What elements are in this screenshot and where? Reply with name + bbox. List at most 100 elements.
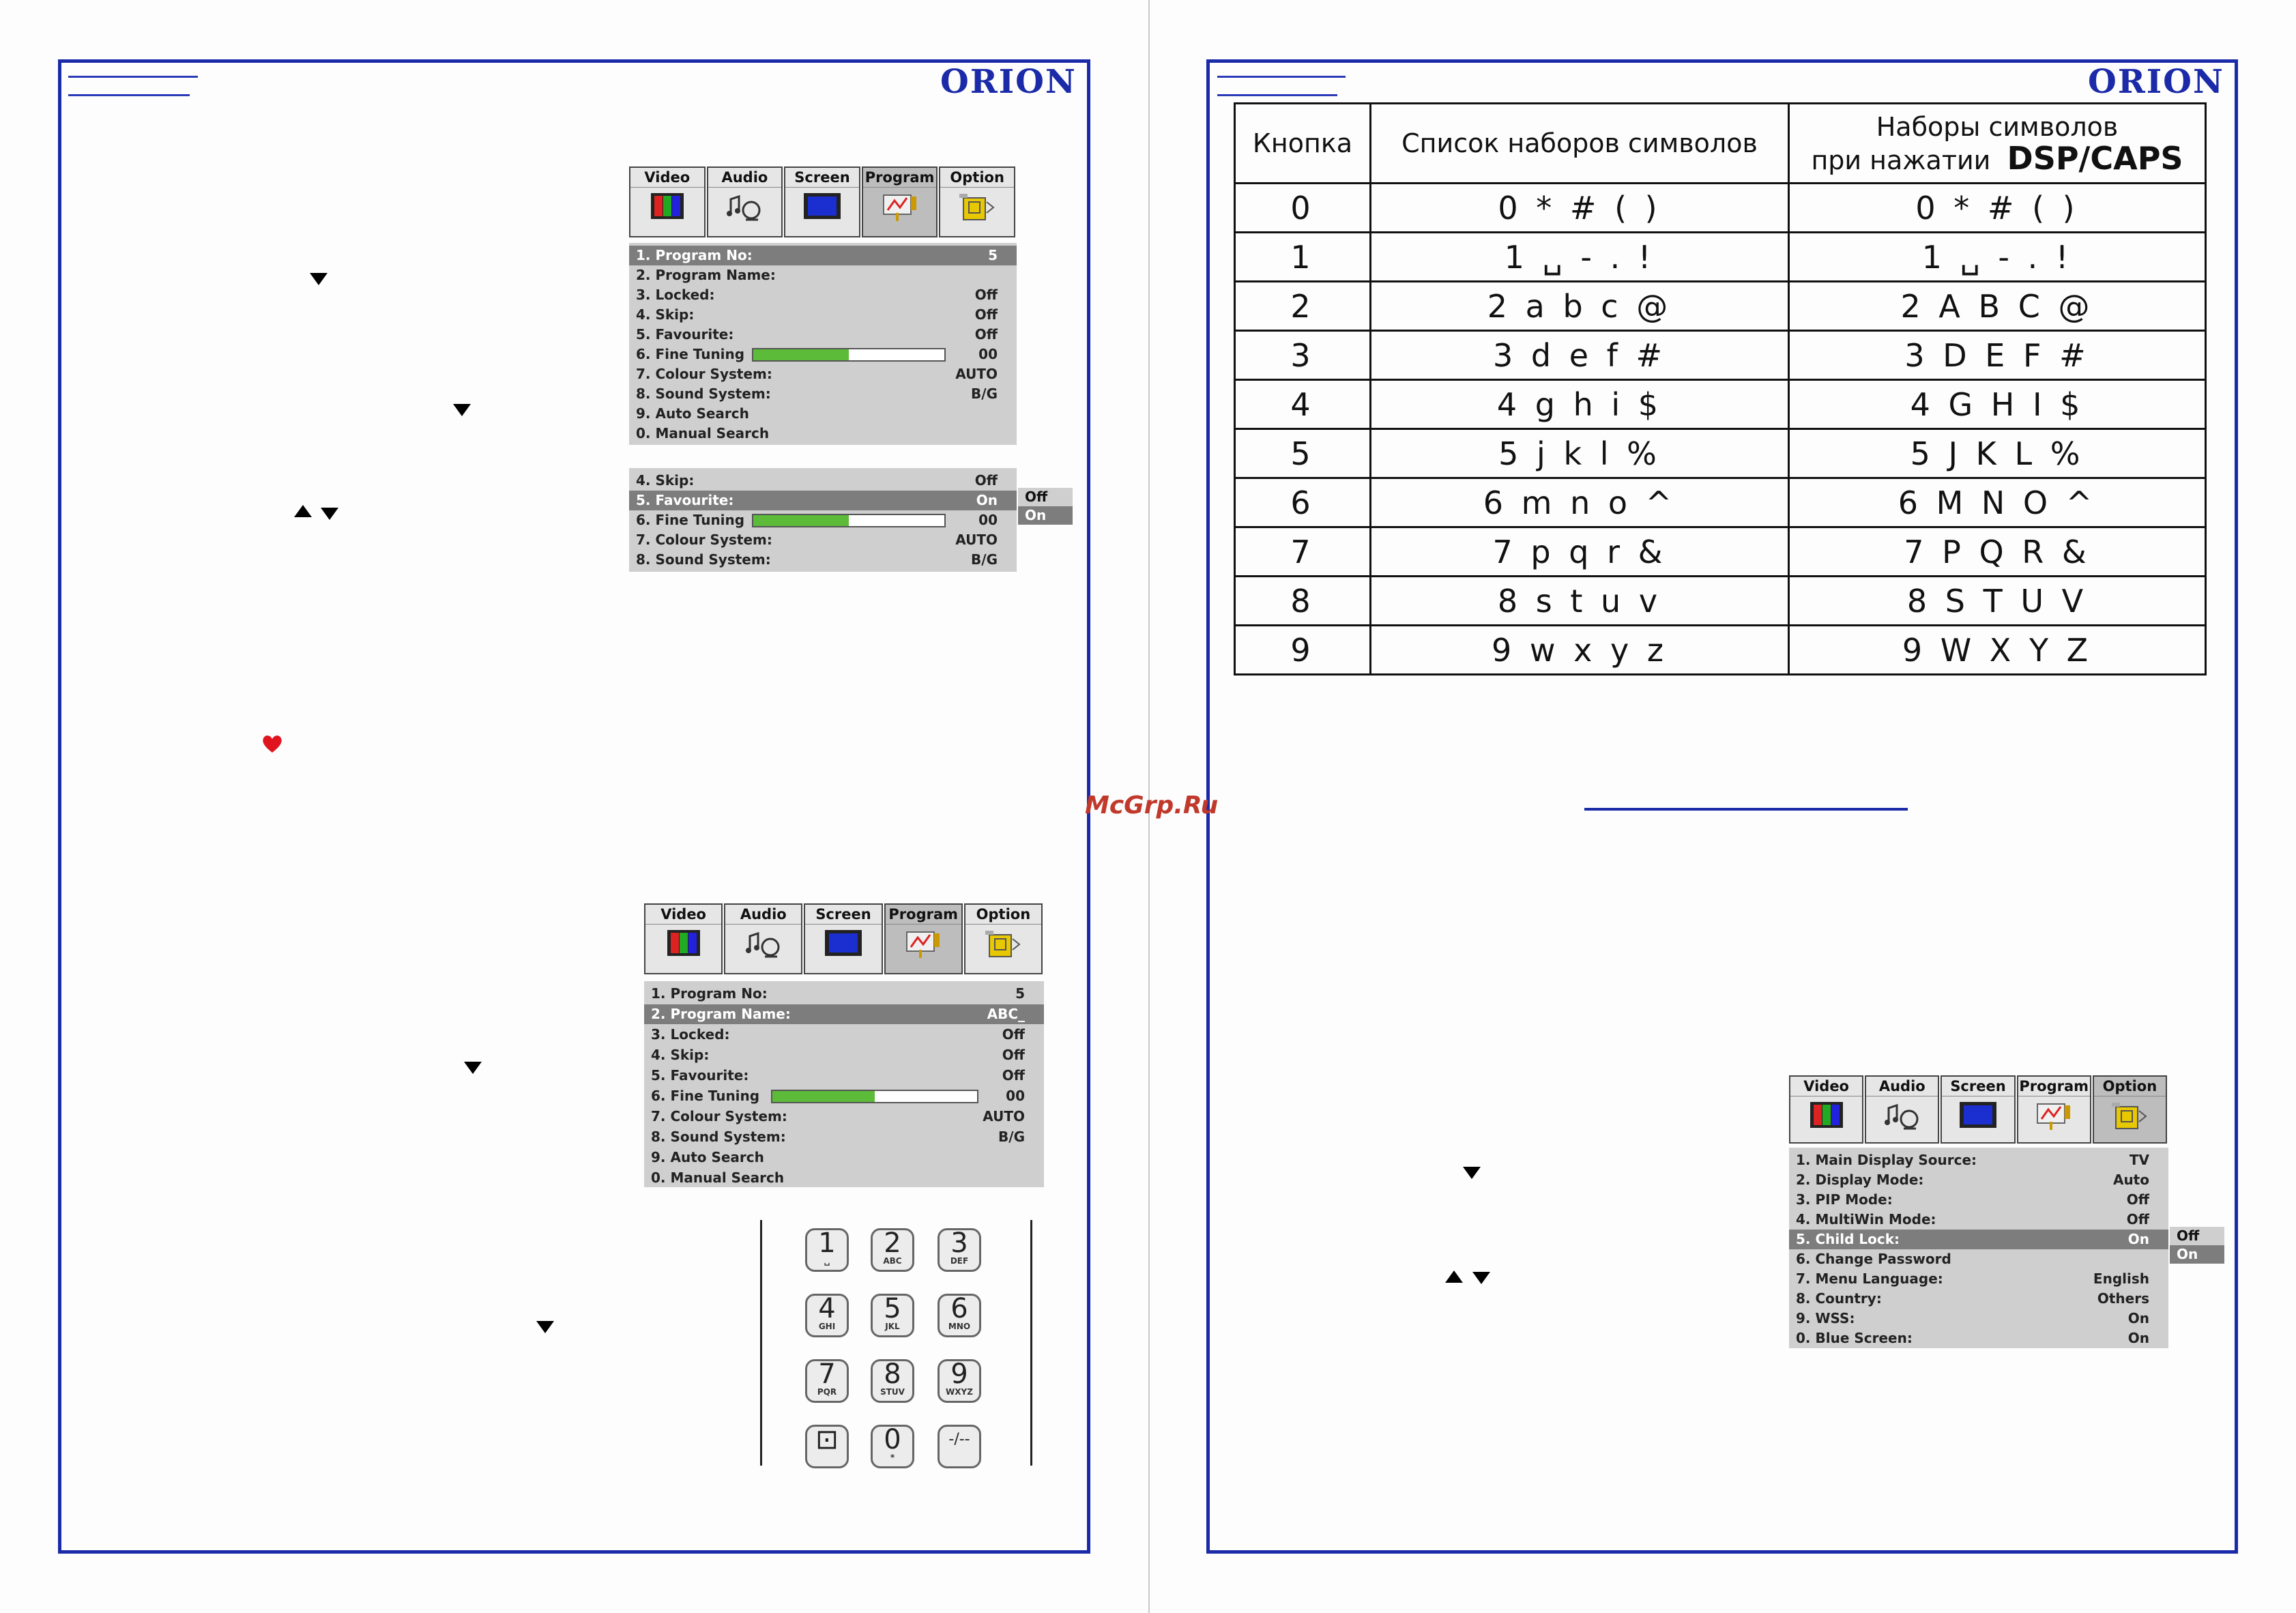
menu-item[interactable]: 8. Sound System:B/G <box>629 550 1017 570</box>
menu-item-value: Off <box>1002 1047 1025 1063</box>
table-cell: 7 P Q R & <box>1788 526 2207 577</box>
menu-item[interactable]: 5. Child Lock:On <box>1789 1230 2168 1249</box>
fine-tuning-bar[interactable] <box>752 514 946 527</box>
popup-option-off[interactable]: Off <box>2177 1227 2200 1244</box>
menu-item[interactable]: 4. Skip:Off <box>629 471 1017 491</box>
menu-item-label: 6. Fine Tuning <box>636 512 745 528</box>
option-icon <box>985 931 1021 957</box>
menu-item[interactable]: 5. Favourite:Off <box>644 1066 1044 1086</box>
key-digit: 5 <box>884 1293 901 1324</box>
menu-item[interactable]: 9. Auto Search <box>629 404 1017 424</box>
menu-item[interactable]: 5. Favourite:On <box>629 491 1017 510</box>
tab-video[interactable]: Video <box>1789 1075 1864 1144</box>
tab-audio[interactable]: Audio <box>1865 1075 1940 1144</box>
menu-item[interactable]: 3. PIP Mode:Off <box>1789 1190 2168 1210</box>
menu-item-label: 9. Auto Search <box>636 405 749 422</box>
menu-item-label: 5. Favourite: <box>651 1067 749 1084</box>
menu-item[interactable]: 1. Main Display Source:TV <box>1789 1150 2168 1170</box>
tab-program[interactable]: Program <box>884 903 963 974</box>
screen-icon <box>825 930 862 956</box>
menu-item[interactable]: 9. WSS:On <box>1789 1309 2168 1328</box>
menu-item[interactable]: 0. Blue Screen:On <box>1789 1328 2168 1348</box>
menu-item[interactable]: 7. Menu Language:English <box>1789 1269 2168 1289</box>
menu-item-value: Off <box>2126 1211 2149 1227</box>
menu-item[interactable]: 7. Colour System:AUTO <box>629 530 1017 550</box>
popup-option-on[interactable]: On <box>2170 1245 2224 1264</box>
menu-item[interactable]: 3. Locked:Off <box>644 1025 1044 1045</box>
arrow-up-icon <box>1445 1270 1463 1283</box>
menu-item[interactable]: 7. Colour System:AUTO <box>629 364 1017 384</box>
popup-option-off[interactable]: Off <box>1025 489 1048 505</box>
menu-item[interactable]: 9. Auto Search <box>644 1148 1044 1167</box>
menu-item-value: AUTO <box>955 366 998 382</box>
tab-video[interactable]: Video <box>644 903 723 974</box>
menu-item-label: 5. Favourite: <box>636 492 734 508</box>
keypad-button[interactable]: -/-- <box>938 1425 981 1468</box>
fine-tuning-bar[interactable] <box>752 348 946 362</box>
menu-item[interactable]: 1. Program No:5 <box>629 246 1017 265</box>
fine-tuning-bar[interactable] <box>771 1090 978 1103</box>
right-header-line <box>1217 76 1346 78</box>
arrow-down-icon <box>453 404 471 416</box>
menu-item-label: 5. Favourite: <box>636 326 734 343</box>
menu-item[interactable]: 8. Country:Others <box>1789 1289 2168 1309</box>
menu-item[interactable]: 2. Program Name:ABC_ <box>644 1004 1044 1024</box>
menu-item[interactable]: 5. Favourite:Off <box>629 325 1017 345</box>
menu-item[interactable]: 4. Skip:Off <box>629 305 1017 325</box>
menu-item-label: 8. Country: <box>1796 1290 1882 1307</box>
menu-item[interactable]: 8. Sound System:B/G <box>629 384 1017 404</box>
tab-program[interactable]: Program <box>861 166 938 237</box>
menu-item[interactable]: 3. Locked:Off <box>629 285 1017 305</box>
tab-audio[interactable]: Audio <box>724 903 803 974</box>
keypad-button[interactable]: 0* <box>871 1425 914 1468</box>
osd-tab-bar: Video Audio Screen Program Option <box>1789 1075 2168 1144</box>
popup-option-on[interactable]: On <box>1018 506 1073 525</box>
menu-item[interactable]: 0. Manual Search <box>644 1168 1044 1188</box>
audio-icon <box>745 931 780 958</box>
menu-item[interactable]: 4. MultiWin Mode:Off <box>1789 1210 2168 1230</box>
menu-item[interactable]: 8. Sound System:B/G <box>644 1127 1044 1147</box>
keypad-button[interactable]: ⊡ <box>805 1425 849 1468</box>
key-letters: JKL <box>885 1322 900 1331</box>
keypad-button[interactable]: 1␣ <box>805 1228 849 1272</box>
tab-screen[interactable]: Screen <box>784 166 860 237</box>
menu-item[interactable]: 4. Skip:Off <box>644 1045 1044 1065</box>
tab-audio[interactable]: Audio <box>706 166 783 237</box>
key-letters: MNO <box>948 1322 971 1331</box>
menu-item[interactable]: 7. Colour System:AUTO <box>644 1107 1044 1127</box>
tab-option[interactable]: Option <box>963 903 1043 974</box>
menu-item[interactable]: 0. Manual Search <box>629 424 1017 444</box>
menu-item[interactable]: 2. Display Mode:Auto <box>1789 1170 2168 1190</box>
menu-item-label: 4. Skip: <box>636 472 695 489</box>
key-letters: ␣ <box>824 1256 830 1266</box>
menu-item-label: 0. Manual Search <box>636 425 770 441</box>
tab-video[interactable]: Video <box>629 166 706 237</box>
menu-item[interactable]: 1. Program No:5 <box>644 984 1044 1004</box>
menu-item[interactable]: 2. Program Name: <box>629 265 1017 285</box>
tab-screen[interactable]: Screen <box>1941 1075 2016 1144</box>
tab-program[interactable]: Program <box>2016 1075 2091 1144</box>
tab-option[interactable]: Option <box>2092 1075 2168 1144</box>
tab-option[interactable]: Option <box>939 166 1015 237</box>
menu-item-label: 7. Colour System: <box>636 532 772 548</box>
favourite-popup: Off On <box>1018 488 1073 525</box>
menu-item-label: 9. WSS: <box>1796 1310 1855 1326</box>
key-digit: 0 <box>884 1424 901 1455</box>
menu-item[interactable]: 6. Change Password <box>1789 1249 2168 1269</box>
hyperlink-underline[interactable] <box>1584 808 1908 811</box>
program-icon <box>882 194 916 221</box>
tab-screen[interactable]: Screen <box>804 903 883 974</box>
